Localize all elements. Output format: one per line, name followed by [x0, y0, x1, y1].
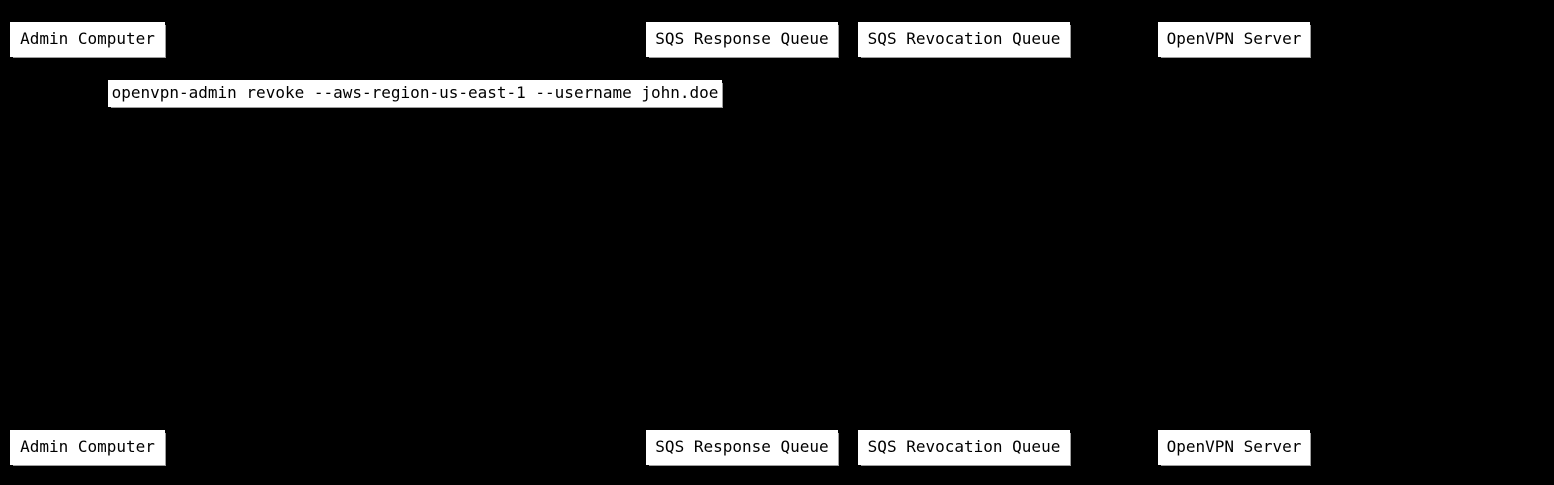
participant-sqs-response-queue-top: SQS Response Queue — [646, 22, 838, 57]
participant-sqs-response-queue-bottom: SQS Response Queue — [646, 430, 838, 465]
participant-sqs-revocation-queue-top: SQS Revocation Queue — [858, 22, 1070, 57]
participant-openvpn-server-bottom: OpenVPN Server — [1158, 430, 1310, 465]
participant-admin-computer-bottom: Admin Computer — [10, 430, 165, 465]
participant-sqs-revocation-queue-bottom: SQS Revocation Queue — [858, 430, 1070, 465]
participant-openvpn-server-top: OpenVPN Server — [1158, 22, 1310, 57]
participant-admin-computer-top: Admin Computer — [10, 22, 165, 57]
message-label-revoke-command: openvpn-admin revoke --aws-region-us-eas… — [108, 80, 722, 107]
